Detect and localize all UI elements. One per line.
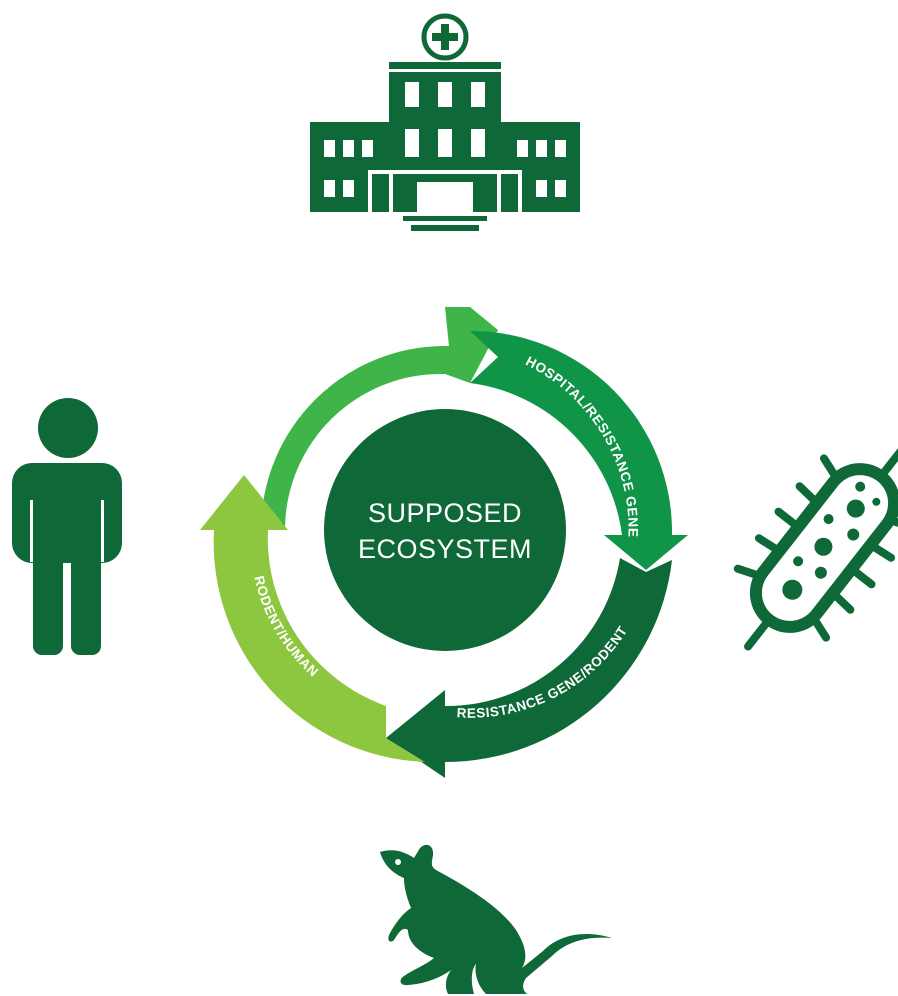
hospital-icon [310, 13, 580, 231]
cycle-arrow-hospital-gene [470, 330, 688, 570]
center-circle [324, 409, 566, 651]
cycle-arrow-gene-rodent [386, 558, 672, 778]
bacteria-icon [733, 445, 898, 651]
cycle-arrow-rodent-human [200, 475, 425, 762]
human-icon [12, 398, 122, 655]
rodent-icon [380, 844, 612, 994]
center-title-line1: SUPPOSED [368, 498, 522, 528]
center-title-line2: ECOSYSTEM [358, 534, 532, 564]
cycle-arrow-human-hospital [217, 307, 498, 530]
cycle-ring [200, 307, 688, 778]
